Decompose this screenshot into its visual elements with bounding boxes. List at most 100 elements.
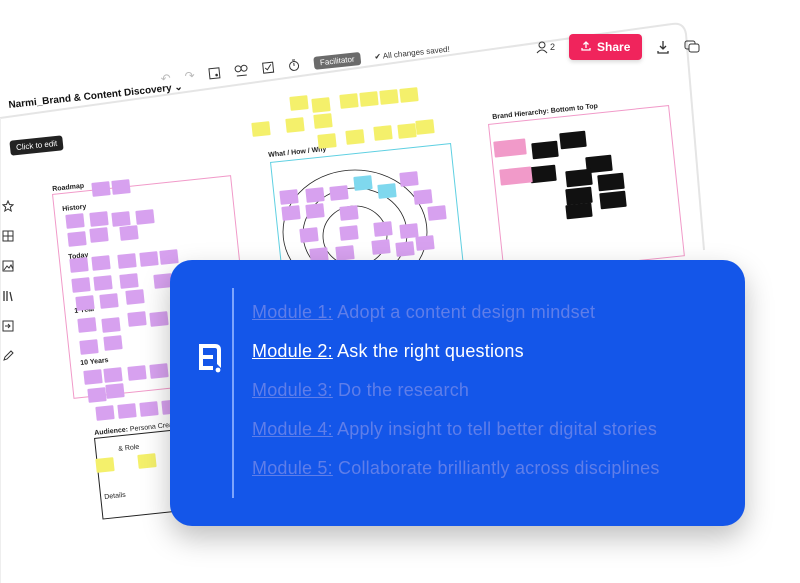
sticky-note[interactable]	[559, 130, 587, 150]
sticky-note[interactable]	[329, 185, 349, 201]
sticky-note[interactable]	[103, 335, 123, 351]
pen-icon[interactable]	[2, 350, 14, 362]
sticky-note[interactable]	[335, 245, 355, 261]
sticky-note[interactable]	[599, 190, 627, 210]
sticky-note[interactable]	[91, 181, 111, 197]
module-item-2[interactable]: Module 2: Ask the right questions	[252, 341, 660, 362]
sticky-note[interactable]	[345, 129, 365, 145]
sticky-note[interactable]	[281, 205, 301, 221]
sticky-note[interactable]	[339, 205, 359, 221]
sticky-note[interactable]	[565, 168, 593, 188]
module-item-4[interactable]: Module 4: Apply insight to tell better d…	[252, 419, 660, 440]
sticky-note[interactable]	[117, 403, 137, 419]
sticky-note[interactable]	[399, 87, 419, 103]
sticky-note[interactable]	[95, 405, 115, 421]
download-icon[interactable]	[656, 40, 670, 54]
sticky-note[interactable]	[75, 295, 95, 311]
sticky-note[interactable]	[427, 205, 447, 221]
sticky-note[interactable]	[413, 189, 433, 205]
undo-icon[interactable]: ↶	[160, 70, 172, 86]
sticky-note[interactable]	[499, 166, 533, 186]
sticky-note[interactable]	[285, 117, 305, 133]
sticky-note[interactable]	[79, 339, 99, 355]
sticky-note[interactable]	[415, 119, 435, 135]
sticky-note[interactable]	[117, 253, 137, 269]
checklist-icon[interactable]	[262, 61, 275, 74]
sticky-note[interactable]	[95, 457, 115, 473]
sticky-note[interactable]	[339, 93, 359, 109]
sticky-note[interactable]	[373, 125, 393, 141]
redo-icon[interactable]: ↷	[183, 68, 196, 84]
sticky-note[interactable]	[101, 317, 121, 333]
sticky-note[interactable]	[99, 293, 119, 309]
sticky-note[interactable]	[371, 239, 391, 255]
sticky-note[interactable]	[311, 97, 331, 113]
sticky-note[interactable]	[397, 123, 417, 139]
frame-icon[interactable]	[208, 67, 221, 80]
sticky-note[interactable]	[251, 121, 271, 137]
sticky-note[interactable]	[305, 203, 325, 219]
sticky-note[interactable]	[71, 277, 91, 293]
sticky-note[interactable]	[89, 211, 109, 227]
sticky-note[interactable]	[139, 401, 159, 417]
sticky-note[interactable]	[159, 249, 179, 265]
sticky-note[interactable]	[65, 213, 85, 229]
star-icon[interactable]	[2, 200, 14, 212]
image-icon[interactable]	[2, 260, 14, 272]
sticky-note[interactable]	[299, 227, 319, 243]
sticky-note[interactable]	[149, 363, 169, 379]
module-item-3[interactable]: Module 3: Do the research	[252, 380, 660, 401]
grid-icon[interactable]	[2, 230, 14, 242]
timer-icon[interactable]	[288, 58, 301, 71]
sticky-note[interactable]	[87, 387, 107, 403]
module-item-1[interactable]: Module 1: Adopt a content design mindset	[252, 302, 660, 323]
sticky-note[interactable]	[377, 183, 397, 199]
sticky-note[interactable]	[305, 187, 325, 203]
sticky-note[interactable]	[67, 231, 87, 247]
sticky-note[interactable]	[69, 257, 89, 273]
sticky-note[interactable]	[77, 317, 97, 333]
sticky-note[interactable]	[359, 91, 379, 107]
sticky-note[interactable]	[127, 365, 147, 381]
sticky-note[interactable]	[137, 453, 157, 469]
sticky-note[interactable]	[313, 113, 333, 129]
sticky-note[interactable]	[105, 383, 125, 399]
sticky-note[interactable]	[127, 311, 147, 327]
sticky-note[interactable]	[89, 227, 109, 243]
sticky-note[interactable]	[119, 225, 139, 241]
vote-icon[interactable]	[234, 64, 249, 77]
sticky-note[interactable]	[149, 311, 169, 327]
module-item-5[interactable]: Module 5: Collaborate brilliantly across…	[252, 458, 660, 479]
sticky-note[interactable]	[493, 138, 527, 158]
sticky-note[interactable]	[91, 255, 111, 271]
sticky-note[interactable]	[379, 89, 399, 105]
sticky-note[interactable]	[395, 241, 415, 257]
sticky-note[interactable]	[111, 179, 131, 195]
comments-icon[interactable]	[684, 40, 700, 54]
sticky-note[interactable]	[399, 171, 419, 187]
sticky-note[interactable]	[119, 273, 139, 289]
users-icon[interactable]: 2	[535, 40, 555, 54]
sticky-note[interactable]	[83, 369, 103, 385]
library-icon[interactable]	[2, 290, 14, 302]
sticky-note[interactable]	[135, 209, 155, 225]
sticky-note[interactable]	[279, 189, 299, 205]
sticky-note[interactable]	[317, 133, 337, 149]
sticky-note[interactable]	[531, 140, 559, 160]
import-icon[interactable]	[2, 320, 14, 332]
toolbar: ↶ ↷ Facilitator ✔ All changes saved!	[160, 42, 450, 86]
sticky-note[interactable]	[597, 172, 625, 192]
share-button[interactable]: Share	[569, 34, 643, 60]
sticky-note[interactable]	[565, 202, 593, 220]
sticky-note[interactable]	[373, 221, 393, 237]
sticky-note[interactable]	[289, 95, 309, 111]
sticky-note[interactable]	[339, 225, 359, 241]
sticky-note[interactable]	[353, 175, 373, 191]
sticky-note[interactable]	[125, 289, 145, 305]
sticky-note[interactable]	[93, 275, 113, 291]
sticky-note[interactable]	[415, 235, 435, 251]
sticky-note[interactable]	[111, 211, 131, 227]
sticky-note[interactable]	[103, 367, 123, 383]
sticky-note[interactable]	[139, 251, 159, 267]
sticky-note[interactable]	[529, 164, 557, 184]
